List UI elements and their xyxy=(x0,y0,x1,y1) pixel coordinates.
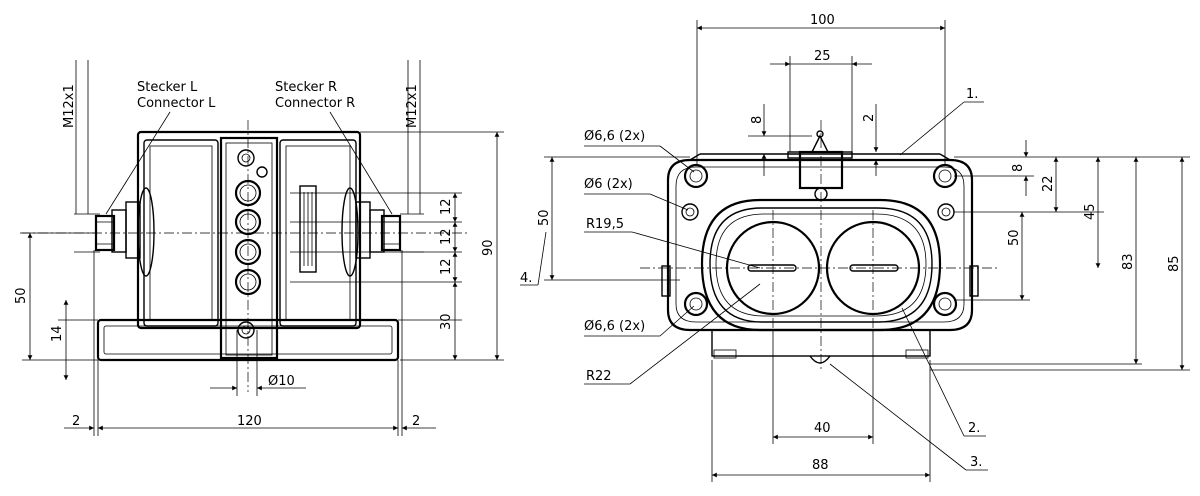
label-connector-r: Connector R xyxy=(275,96,355,111)
dim-width-100: 100 xyxy=(810,13,835,28)
dim-spacing-12c: 12 xyxy=(439,258,454,275)
connector-left xyxy=(94,201,141,259)
dim-spacing-12a: 12 xyxy=(439,198,454,215)
dim-width-40: 40 xyxy=(814,421,831,436)
dim-hole-6-6-bottom: Ø6,6 (2x) xyxy=(584,319,645,334)
dim-spacing-12b: 12 xyxy=(439,228,454,245)
dim-height-30: 30 xyxy=(439,313,454,330)
dim-height-22: 22 xyxy=(1041,175,1056,192)
dim-offset-2-left: 2 xyxy=(72,414,80,429)
dim-height-50: 50 xyxy=(14,287,29,304)
dim-height-85: 85 xyxy=(1167,255,1182,272)
connector-right xyxy=(355,201,402,259)
dim-height-2: 2 xyxy=(862,114,877,122)
callout-3: 3. xyxy=(970,455,982,470)
front-view: 100 25 8 2 1. Ø6,6 (2x) Ø6 (2x) R19,5 xyxy=(520,13,1190,482)
dim-width-120: 120 xyxy=(237,414,262,429)
dim-diameter-10: Ø10 xyxy=(268,374,295,389)
dim-height-14: 14 xyxy=(50,325,65,342)
dim-hole-6: Ø6 (2x) xyxy=(584,177,633,192)
dim-height-8-left: 8 xyxy=(750,116,765,124)
dim-thread-left: M12x1 xyxy=(62,84,77,128)
dim-height-83: 83 xyxy=(1121,253,1136,270)
callout-2: 2. xyxy=(968,421,980,436)
label-stecker-l: Stecker L xyxy=(137,80,198,95)
dim-radius-19-5: R19,5 xyxy=(586,217,624,232)
dim-offset-2-right: 2 xyxy=(412,414,420,429)
label-stecker-r: Stecker R xyxy=(275,80,337,95)
dim-height-50-left: 50 xyxy=(537,209,552,226)
callout-1: 1. xyxy=(966,87,978,102)
label-connector-l: Connector L xyxy=(137,96,216,111)
dim-hole-6-6-top: Ø6,6 (2x) xyxy=(584,129,645,144)
dim-height-90: 90 xyxy=(481,239,496,256)
dim-radius-22: R22 xyxy=(586,369,612,384)
actuator xyxy=(787,130,853,201)
dim-width-88: 88 xyxy=(812,458,829,473)
side-view: Stecker L Connector L Stecker R Connecto… xyxy=(14,60,504,436)
dim-height-50-right: 50 xyxy=(1007,229,1022,246)
dim-width-25: 25 xyxy=(814,49,831,64)
callout-4: 4. xyxy=(520,271,532,286)
dim-thread-right: M12x1 xyxy=(405,84,420,128)
dim-height-45: 45 xyxy=(1083,203,1098,220)
dim-height-8-right: 8 xyxy=(1011,164,1026,172)
